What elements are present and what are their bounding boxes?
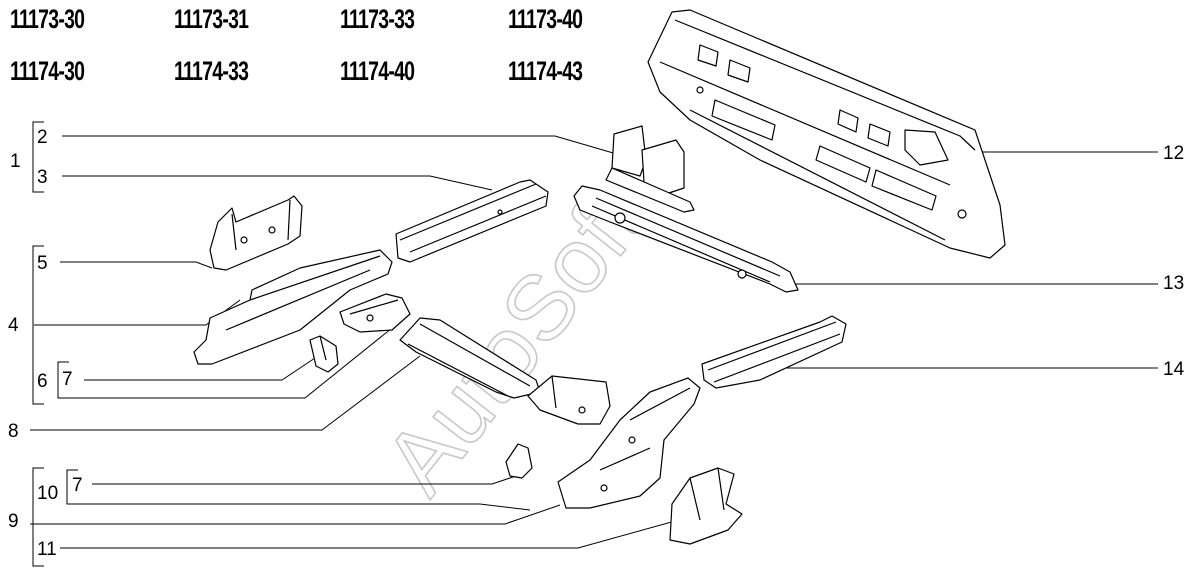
model-code: 11173-40 <box>508 4 583 34</box>
part-9-side-member <box>557 377 701 509</box>
model-code: 11174-33 <box>174 56 249 86</box>
part-5-support <box>209 195 303 271</box>
leader-6 <box>58 327 393 399</box>
part-8-bracket <box>339 293 411 333</box>
model-code: 11173-31 <box>174 4 249 34</box>
leader-10 <box>78 503 531 511</box>
callout-3: 3 <box>37 167 48 188</box>
bracket-9 <box>32 467 44 567</box>
callout-8: 8 <box>8 421 19 442</box>
part-4-side-member <box>193 249 393 365</box>
callout-14: 14 <box>1163 359 1185 380</box>
model-code: 11174-40 <box>340 56 415 86</box>
leader-8 <box>30 355 421 431</box>
bracket-6 <box>57 361 69 399</box>
callout-1: 1 <box>10 151 21 172</box>
callout-7: 7 <box>62 369 73 390</box>
leader-2 <box>62 135 621 156</box>
leader-11 <box>60 517 687 549</box>
bracket-4 <box>32 245 44 405</box>
leader-7b <box>92 475 517 485</box>
part-7-clip <box>309 335 339 373</box>
part-bracket-lower <box>527 375 611 425</box>
callout-11: 11 <box>37 539 57 560</box>
callout-2: 2 <box>37 127 48 148</box>
part-12-rear-panel <box>647 9 1006 259</box>
leader-5 <box>60 261 213 269</box>
callout-4: 4 <box>8 315 19 336</box>
bracket-1 <box>32 121 44 193</box>
part-2-bracket <box>605 125 695 213</box>
callout-9: 9 <box>8 511 19 532</box>
callout-13: 13 <box>1163 273 1185 294</box>
callout-10: 10 <box>37 483 59 504</box>
part-14-rail <box>701 315 847 389</box>
leader-7a <box>84 357 316 381</box>
model-code: 11174-43 <box>508 56 583 86</box>
leader-9 <box>30 504 561 525</box>
part-3-rail <box>395 179 549 263</box>
leader-4 <box>34 299 241 326</box>
model-code: 11173-33 <box>340 4 415 34</box>
callout-6: 6 <box>37 371 48 392</box>
bracket-10 <box>66 469 78 505</box>
part-7-clip <box>505 443 533 479</box>
callout-12: 12 <box>1163 143 1185 164</box>
part-11-bracket <box>669 467 743 545</box>
callout-5: 5 <box>37 253 48 274</box>
part-13-cross-member <box>573 185 799 293</box>
model-code: 11173-30 <box>10 4 85 34</box>
model-code: 11174-30 <box>10 56 85 86</box>
callout-7: 7 <box>72 475 83 496</box>
leader-3 <box>62 175 493 191</box>
